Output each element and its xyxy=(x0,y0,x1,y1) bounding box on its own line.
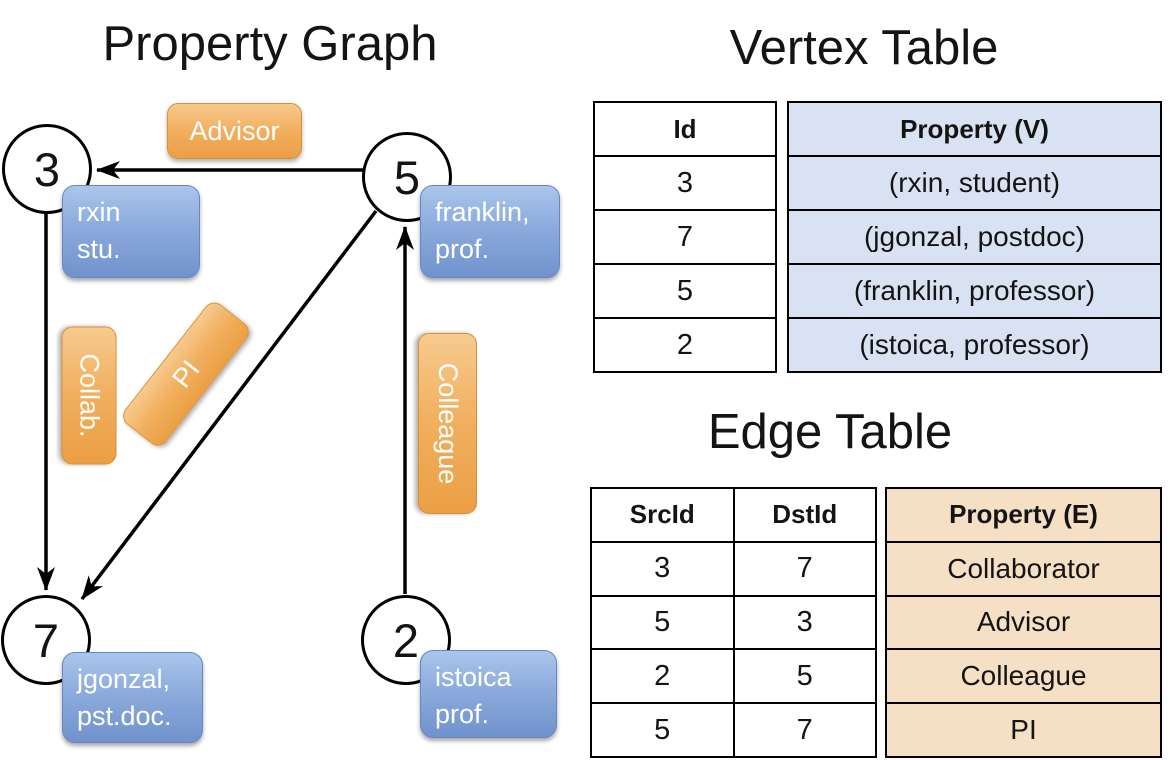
vertex-table-cell-id: 5 xyxy=(595,263,775,317)
vertex-table-cell-property: (jgonzal, postdoc) xyxy=(789,209,1160,263)
vertex-label-line2: prof. xyxy=(435,234,490,265)
edge-pi-5-to-7 xyxy=(80,209,378,601)
vertex-table-id-column: Id 3 7 5 2 xyxy=(593,101,777,373)
edge-table-cell-dstid: 5 xyxy=(734,648,875,702)
vertex-table-header-property: Property (V) xyxy=(789,103,1160,155)
edge-label-colleague: Colleague xyxy=(418,333,477,514)
vertex-label-line1: istoica xyxy=(435,662,512,692)
edge-table-cell-property: PI xyxy=(887,702,1160,756)
edge-table-header-srcid: SrcId xyxy=(629,499,695,530)
edge-table-cell-dstid: 7 xyxy=(734,540,875,595)
edge-label-advisor: Advisor xyxy=(167,103,302,159)
vertex-label-line1: franklin, xyxy=(435,197,530,227)
vertex-table-cell-property: (istoica, professor) xyxy=(789,317,1160,371)
vertex-label-line1: rxin xyxy=(77,197,121,227)
edge-table-dstid-column: DstId 7 3 5 7 xyxy=(734,489,875,756)
edge-table-header-property: Property (E) xyxy=(887,489,1160,541)
edge-table-title: Edge Table xyxy=(707,405,953,459)
edge-table-cell-property: Collaborator xyxy=(887,540,1160,595)
vertex-label-line1: jgonzal, xyxy=(77,664,171,694)
vertex-table-cell-id: 3 xyxy=(595,155,775,209)
vertex-label-line2: stu. xyxy=(77,234,121,265)
edge-table-srcid-column: SrcId 3 5 2 5 xyxy=(592,489,735,756)
vertex-label-line2: prof. xyxy=(435,699,490,730)
edge-table-cell-property: Advisor xyxy=(887,594,1160,649)
edge-table-cell-dstid: 3 xyxy=(734,594,875,649)
vertex-table-property-column: Property (V) (rxin, student) (jgonzal, p… xyxy=(787,101,1162,373)
edge-table-property-column: Property (E) Collaborator Advisor Collea… xyxy=(885,487,1162,758)
edge-table-cell-srcid: 5 xyxy=(592,594,733,649)
vertex-table-cell-property: (franklin, professor) xyxy=(789,263,1160,317)
vertex-label-jgonzal: jgonzal, pst.doc. xyxy=(62,652,203,743)
vertex-table-header-id: Id xyxy=(673,113,697,144)
vertex-label-istoica: istoica prof. xyxy=(420,650,557,738)
vertex-table-cell-id: 7 xyxy=(595,209,775,263)
vertex-table-cell-property: (rxin, student) xyxy=(789,155,1160,209)
edge-table-cell-srcid: 5 xyxy=(592,702,733,756)
graph-node-5: 5 xyxy=(362,132,452,222)
edge-table-cell-property: Colleague xyxy=(887,648,1160,703)
vertex-label-line2: pst.doc. xyxy=(77,701,172,732)
graph-node-2: 2 xyxy=(361,595,451,685)
vertex-table-title: Vertex Table xyxy=(729,21,999,75)
edge-table-id-columns: SrcId 3 5 2 5 DstId 7 3 5 7 xyxy=(590,487,877,758)
edge-table-cell-srcid: 3 xyxy=(592,540,733,595)
edge-table-cell-srcid: 2 xyxy=(592,648,733,702)
vertex-label-franklin: franklin, prof. xyxy=(420,185,560,278)
property-graph-title: Property Graph xyxy=(102,17,438,71)
vertex-label-rxin: rxin stu. xyxy=(62,185,200,278)
edge-label-collab: Collab. xyxy=(61,326,117,465)
vertex-table-cell-id: 2 xyxy=(595,317,775,371)
edge-table-cell-dstid: 7 xyxy=(734,702,875,756)
edge-table-header-dstid: DstId xyxy=(772,499,838,530)
